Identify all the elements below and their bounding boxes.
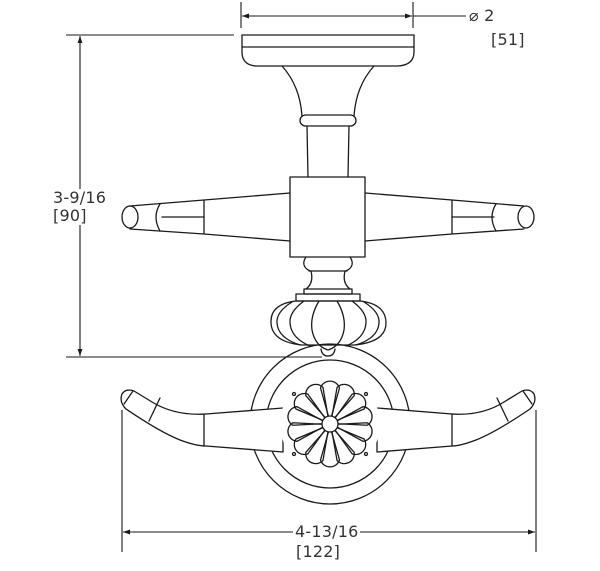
hub-block	[289, 176, 366, 258]
base-diameter-metric-label: [51]	[491, 30, 525, 49]
base-plate	[241, 34, 415, 67]
fluted-knob	[270, 300, 387, 357]
height-imperial-label: 3-9/16	[53, 188, 107, 207]
right-arm	[364, 192, 525, 242]
width-metric-label: [122]	[296, 542, 341, 561]
flower-rosette	[280, 374, 380, 474]
left-arm-end	[121, 205, 139, 229]
right-arm-end	[517, 205, 535, 229]
height-metric-label: [90]	[53, 206, 87, 225]
width-imperial-label: 4-13/16	[293, 522, 361, 541]
base-diameter-imperial-label: ⌀ 2	[469, 6, 495, 25]
collar-ring	[299, 114, 357, 127]
right-hook	[376, 389, 536, 453]
left-arm	[129, 192, 291, 242]
neck-flare	[281, 65, 375, 117]
base-diameter-dimension	[240, 2, 466, 28]
side-view	[121, 34, 535, 357]
left-hook	[120, 389, 284, 453]
front-view	[120, 343, 536, 505]
